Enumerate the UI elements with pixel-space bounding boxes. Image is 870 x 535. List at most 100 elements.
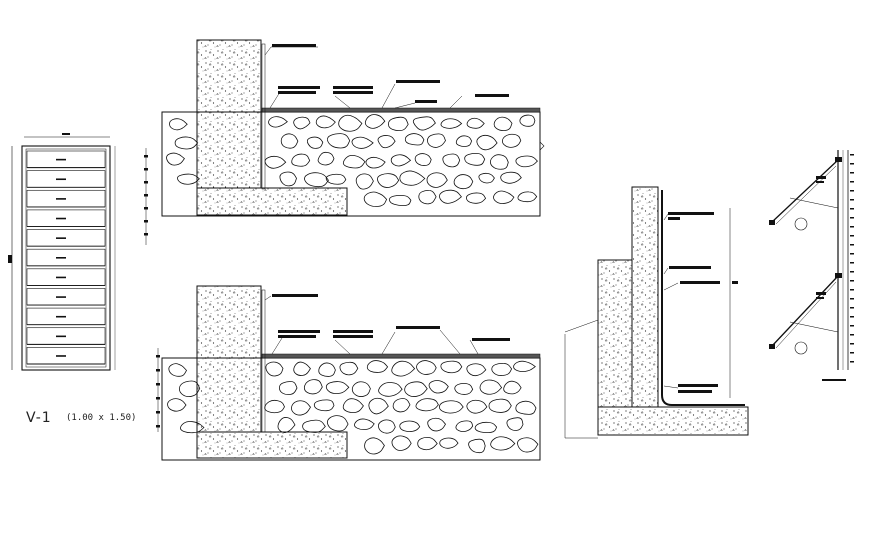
mullion-tick	[850, 280, 854, 282]
louver-tag	[56, 276, 66, 279]
louver-tag	[56, 198, 66, 200]
mullion-tick	[850, 262, 854, 264]
mullion-tick	[850, 271, 854, 273]
brace-anchor	[769, 220, 775, 225]
louver-tag	[56, 335, 66, 338]
annotation-leader-group	[264, 294, 510, 355]
mullion-tick	[850, 289, 854, 291]
window-width-dimension-tag	[62, 133, 70, 135]
rubble-stone	[278, 381, 298, 396]
rubble-stone	[264, 155, 287, 169]
rubble-stone	[506, 417, 524, 431]
rubble-stone	[325, 173, 347, 185]
level-tick	[144, 168, 148, 171]
rubble-stone	[439, 189, 462, 204]
rubble-stone	[338, 114, 363, 132]
rubble-stone	[426, 172, 448, 188]
rubble-stone	[268, 116, 288, 128]
rubble-stone	[291, 400, 311, 416]
rubble-stone	[178, 380, 201, 398]
level-tick	[144, 220, 148, 223]
rubble-stone	[453, 174, 474, 190]
floor-finish-layer	[261, 107, 541, 113]
diagonal-brace-edge	[775, 281, 837, 349]
mullion-tick	[850, 334, 854, 336]
diagonal-brace	[771, 159, 839, 223]
waterproofing-membrane	[661, 190, 745, 406]
louver-tag	[56, 315, 66, 318]
rubble-stone	[342, 154, 366, 169]
rubble-stone	[392, 398, 411, 413]
rubble-stone	[501, 133, 522, 148]
diagonal-brace	[771, 275, 839, 347]
rubble-stone	[442, 153, 461, 168]
rubble-stone	[265, 361, 284, 377]
retaining-wall-stem	[631, 186, 659, 408]
rubble-stone	[428, 380, 449, 394]
detail-callout-circle	[794, 341, 808, 355]
rubble-stone	[517, 191, 538, 203]
rubble-stone	[317, 151, 335, 166]
rubble-stone	[167, 398, 187, 412]
mullion-tick	[850, 154, 854, 156]
mullion-tick	[850, 244, 854, 246]
rubble-stone	[440, 360, 463, 374]
retaining-wall-base	[597, 406, 749, 436]
annotation-label	[816, 176, 826, 179]
rubble-stone	[416, 360, 437, 375]
rubble-stone	[500, 171, 522, 184]
louver-tag	[56, 355, 66, 357]
level-tick	[144, 207, 148, 210]
rubble-stone	[466, 117, 485, 129]
rubble-stone	[280, 133, 299, 149]
rubble-stone	[351, 136, 374, 149]
concrete-footing	[196, 431, 348, 459]
rubble-stone	[363, 191, 388, 207]
rubble-stone	[390, 154, 412, 167]
rubble-stone	[454, 382, 474, 395]
mullion-tick	[850, 316, 854, 318]
mullion-tick	[850, 208, 854, 210]
window-frame	[21, 145, 111, 371]
rubble-stone	[404, 133, 425, 146]
rubble-stone	[303, 379, 323, 395]
rubble-stone-fill	[166, 114, 538, 207]
rubble-stone	[490, 436, 516, 451]
rubble-stone	[169, 118, 188, 131]
mullion-tick	[850, 199, 854, 201]
mullion-tick	[850, 163, 854, 165]
mullion-tick	[850, 325, 854, 327]
rubble-stone	[315, 115, 336, 129]
annotation-label	[816, 297, 824, 299]
concrete-footing	[196, 187, 348, 216]
rubble-stone	[355, 173, 374, 190]
rubble-stone	[387, 116, 409, 132]
louver-tag	[56, 296, 66, 298]
detail-callout-circle	[794, 217, 808, 231]
backfill-slope-line	[564, 319, 599, 333]
rubble-stone	[476, 134, 498, 151]
break-line	[539, 141, 545, 151]
rubble-stone	[517, 437, 539, 453]
level-marker-ticks	[144, 155, 148, 236]
mullion-tick	[850, 181, 854, 183]
annotation-label	[816, 181, 824, 183]
brace-anchor	[769, 344, 775, 349]
rubble-stone	[490, 154, 509, 170]
level-tick	[156, 411, 160, 414]
window-height-dimension-tag	[8, 255, 12, 263]
rubble-stone	[415, 398, 439, 412]
louver-tag	[56, 257, 66, 259]
rubble-stone	[304, 172, 329, 188]
rubble-stone	[325, 381, 350, 394]
mullion-tick	[850, 235, 854, 237]
rubble-stone	[177, 173, 200, 185]
level-tick	[156, 369, 160, 372]
rubble-stone	[293, 116, 311, 130]
rubble-stone	[326, 415, 349, 432]
detail-caption-bar	[822, 379, 846, 381]
rubble-stone	[455, 135, 473, 147]
facade-brace-detail	[769, 150, 854, 381]
rubble-stone	[439, 437, 459, 449]
rubble-stone	[515, 400, 537, 415]
